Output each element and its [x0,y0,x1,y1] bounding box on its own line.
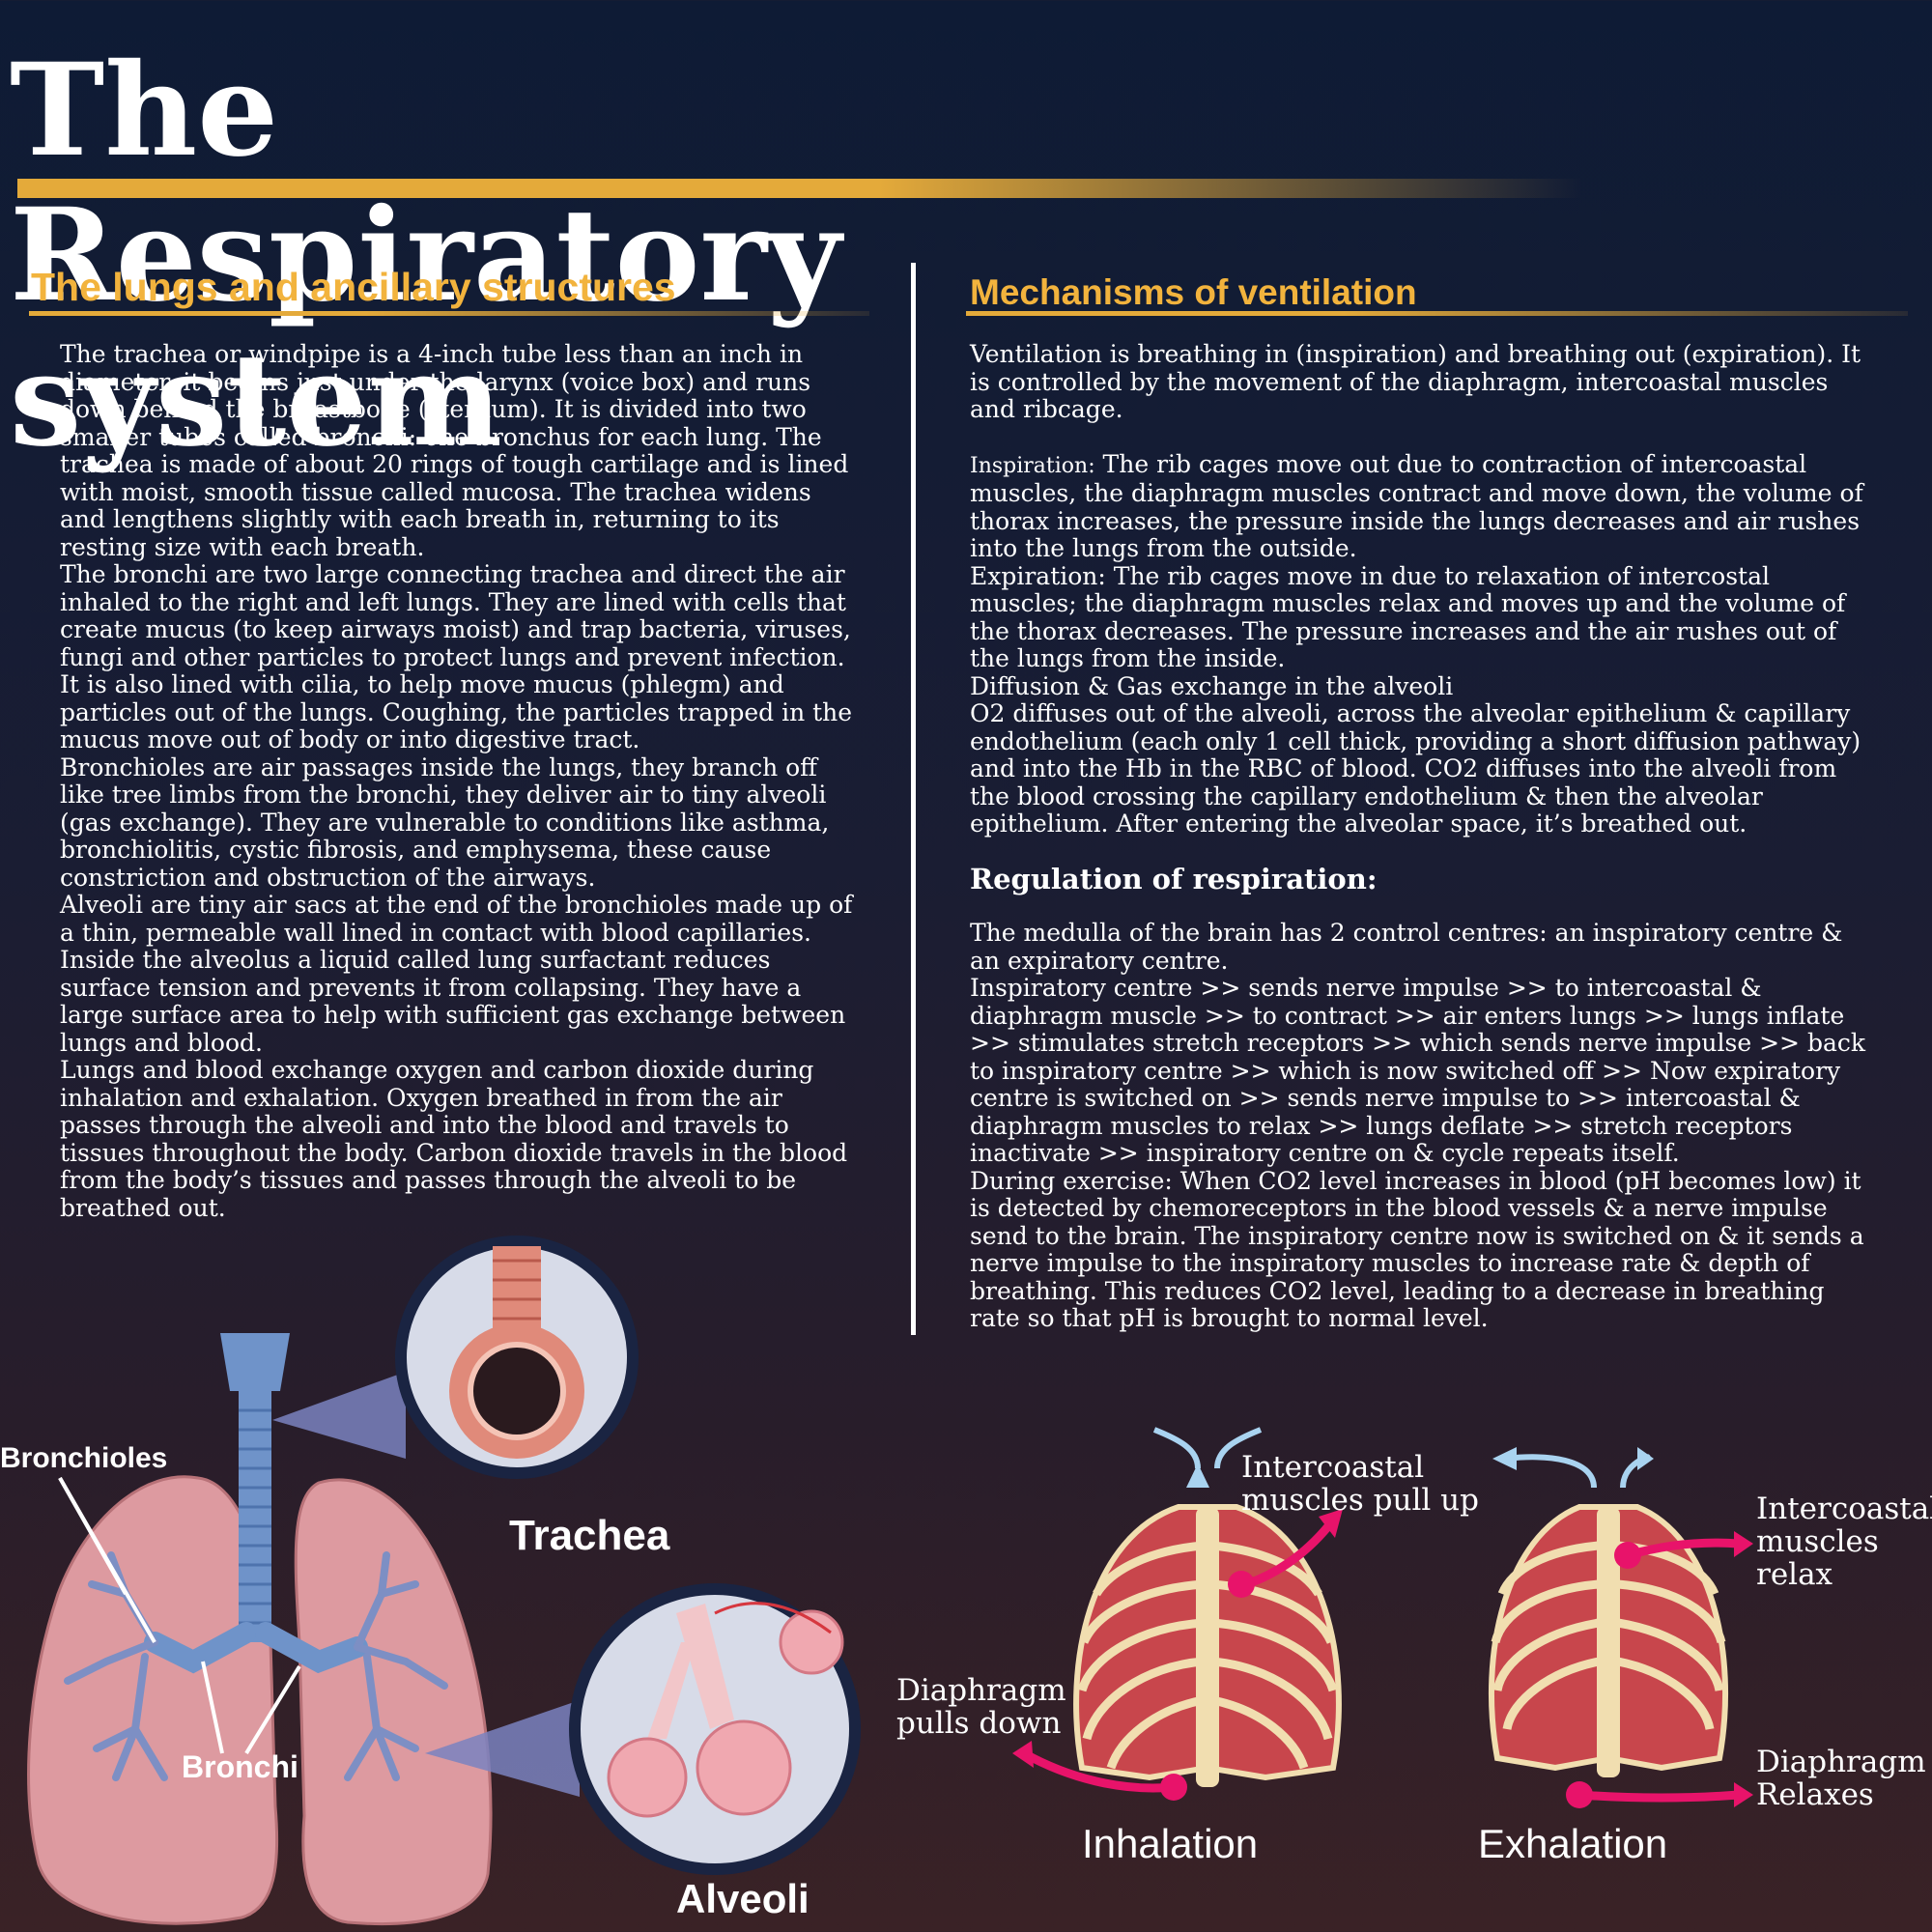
intercoastal-relax-annotation: Intercoastal muscles relax [1756,1492,1932,1592]
diffusion-paragraph: O2 diffuses out of the alveoli, across t… [970,699,1861,838]
regulation-intro: The medulla of the brain has 2 control c… [970,919,1843,975]
bronchi-label: Bronchi [182,1749,298,1784]
trachea-zoom-illustration [272,1236,639,1479]
right-heading-underline [966,311,1908,316]
exercise-paragraph: During exercise: When CO2 level increase… [970,1166,1864,1332]
left-bronchus [144,1622,257,1674]
bronchioles-paragraph: Bronchioles are air passages inside the … [60,753,830,892]
exhalation-caption: Exhalation [1478,1821,1668,1866]
lungs-illustration [27,1333,493,1925]
regulation-title: Regulation of respiration: [970,862,1378,895]
exhalation-ribcage [1489,1447,1728,1777]
arrow-heads [1012,1509,1753,1808]
bronchiole-branches [64,1551,448,1781]
bronchioles-label: Bronchioles [0,1442,168,1474]
diaphragm-relaxes-annotation: Diaphragm Relaxes [1756,1745,1926,1812]
diffusion-title: Diffusion & Gas exchange in the alveoli [970,671,1454,700]
inspiration-text: The rib cages move out due to contractio… [970,449,1863,562]
left-heading-underline [29,311,869,316]
trachea-label: Trachea [509,1512,670,1559]
diaphragm-pulls-down-annotation: Diaphragm pulls down [896,1673,1066,1741]
right-section-heading: Mechanisms of ventilation [970,272,1417,312]
alveoli-label: Alveoli [676,1876,810,1921]
right-lung [294,1478,493,1925]
alveoli-paragraph: Alveoli are tiny air sacs at the end of … [60,891,853,1057]
trachea-paragraph: The trachea or windpipe is a 4-inch tube… [60,340,849,561]
page-title: The Respiratory system [10,36,841,475]
intercoastal-pull-up-annotation: Intercoastal muscles pull up [1241,1450,1479,1518]
alveoli-zoom-illustration [425,1583,861,1875]
title-underline-bar [17,179,1582,198]
bronchi-paragraph: The bronchi are two large connecting tra… [60,560,853,753]
ventilation-description: Ventilation is breathing in (inspiration… [970,340,1878,1333]
regulation-cycle: Inspiratory centre >> sends nerve impuls… [970,974,1866,1167]
ventilation-intro: Ventilation is breathing in (inspiration… [970,340,1861,423]
inspiration-label: Inspiration: [970,453,1095,478]
left-section-heading: The lungs and ancillary structures [31,265,676,309]
column-divider [911,263,916,1335]
inhalation-caption: Inhalation [1082,1821,1259,1866]
larynx [220,1333,290,1391]
expiration-paragraph: Expiration: The rib cages move in due to… [970,561,1846,672]
right-bronchus [255,1622,368,1674]
gas-exchange-paragraph: Lungs and blood exchange oxygen and carb… [60,1056,848,1222]
inspiration-paragraph: Inspiration: The rib cages move out due … [970,449,1878,563]
lungs-description: The trachea or windpipe is a 4-inch tube… [60,340,862,1222]
